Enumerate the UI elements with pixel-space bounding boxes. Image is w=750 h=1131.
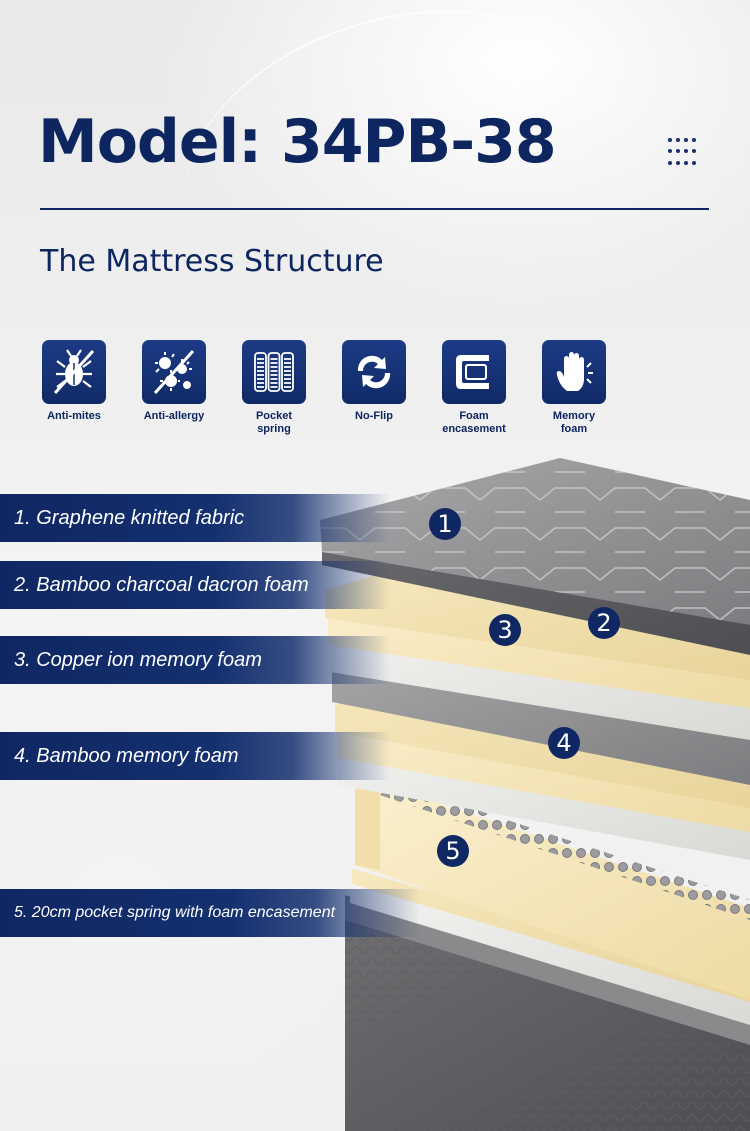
- layer-label-2: 2. Bamboo charcoal dacron foam: [0, 561, 390, 609]
- feature-label: Pocket spring: [255, 410, 293, 435]
- page-title: Model: 34PB-38: [38, 107, 557, 177]
- layer-number-2: 2: [588, 607, 620, 639]
- layer-label-text: 5. 20cm pocket spring with foam encaseme…: [14, 904, 336, 921]
- hand-press-icon: [542, 340, 606, 404]
- layer-label-3: 3. Copper ion memory foam: [0, 636, 390, 684]
- layer-number-5: 5: [437, 835, 469, 867]
- feature-foam-encasement: Foam encasement: [438, 340, 510, 436]
- feature-memory-foam: Memory foam: [538, 340, 610, 436]
- layer-number-4: 4: [548, 727, 580, 759]
- foam-encasement-icon: [442, 340, 506, 404]
- feature-label: Foam encasement: [442, 410, 506, 435]
- feature-label: Memory foam: [552, 410, 596, 435]
- layer-label-text: 1. Graphene knitted fabric: [14, 506, 245, 529]
- mattress-layers-illustration: [320, 458, 750, 1131]
- layer-label-1: 1. Graphene knitted fabric: [0, 494, 390, 542]
- section-subtitle: The Mattress Structure: [40, 244, 384, 279]
- bug-crossed-icon: [42, 340, 106, 404]
- allergen-crossed-icon: [142, 340, 206, 404]
- feature-label: Anti-allergy: [143, 410, 205, 422]
- layer-label-4: 4. Bamboo memory foam: [0, 732, 390, 780]
- feature-anti-allergy: Anti-allergy: [138, 340, 210, 423]
- title-divider: [40, 208, 709, 210]
- layer-label-text: 2. Bamboo charcoal dacron foam: [14, 573, 309, 596]
- feature-no-flip: No-Flip: [338, 340, 410, 423]
- layer-number-3: 3: [489, 614, 521, 646]
- layer-label-text: 3. Copper ion memory foam: [14, 648, 262, 671]
- feature-pocket-spring: Pocket spring: [238, 340, 310, 436]
- layer-label-text: 4. Bamboo memory foam: [14, 744, 239, 767]
- pocket-spring-icon: [242, 340, 306, 404]
- feature-anti-mites: Anti-mites: [38, 340, 110, 423]
- flip-arrows-icon: [342, 340, 406, 404]
- dots-grid-icon[interactable]: [668, 138, 698, 168]
- layer-number-1: 1: [429, 508, 461, 540]
- feature-icons: Anti-mites Anti-allergy: [38, 340, 638, 450]
- feature-label: Anti-mites: [47, 410, 101, 422]
- feature-label: No-Flip: [355, 410, 393, 422]
- layer-label-5: 5. 20cm pocket spring with foam encaseme…: [0, 889, 420, 937]
